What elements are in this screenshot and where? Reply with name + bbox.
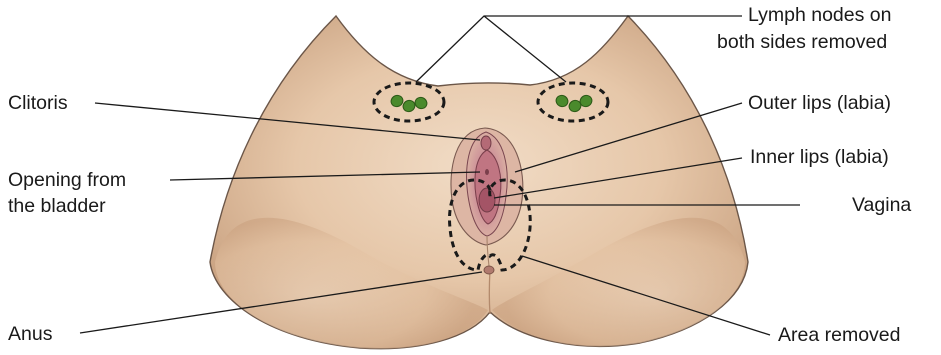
label-anus: Anus (8, 323, 53, 345)
label-lymph-nodes-line2: both sides removed (717, 31, 887, 53)
urethral-opening (485, 169, 489, 175)
label-opening-line1: Opening from (8, 169, 126, 191)
label-lymph-nodes-line1: Lymph nodes on (748, 4, 891, 26)
label-outer-lips: Outer lips (labia) (748, 92, 891, 114)
body-illustration (210, 16, 748, 349)
label-clitoris: Clitoris (8, 92, 68, 114)
label-area-removed: Area removed (778, 324, 900, 346)
anus-shape (484, 266, 494, 274)
label-inner-lips: Inner lips (labia) (750, 146, 889, 168)
clitoris-shape (481, 136, 491, 150)
label-vagina: Vagina (852, 194, 911, 216)
label-opening-line2: the bladder (8, 195, 106, 217)
gluteal-cleft (489, 270, 490, 314)
vaginal-opening (479, 188, 495, 212)
